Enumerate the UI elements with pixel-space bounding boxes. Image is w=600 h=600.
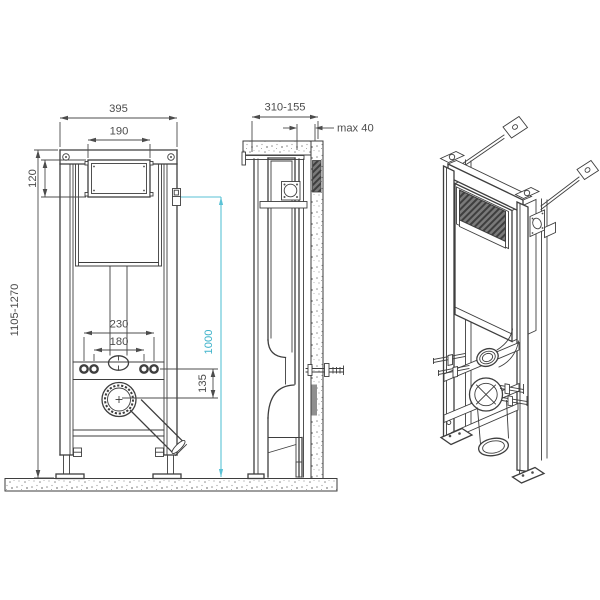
foot-plate-side <box>247 473 265 480</box>
dim-flush-opening-height: 120 <box>27 159 86 198</box>
front-view <box>4 149 338 492</box>
dim-text-180: 180 <box>110 336 129 348</box>
foot-plate-right <box>152 473 182 480</box>
dim-text-190: 190 <box>110 126 129 138</box>
dim-text-230: 230 <box>110 319 129 331</box>
drain-pipe-diagonal <box>129 399 188 457</box>
perspective-view <box>432 115 600 484</box>
dim-text-135: 135 <box>197 374 209 393</box>
dim-text-395: 395 <box>109 103 128 115</box>
dim-text-310-155: 310-155 <box>264 102 305 114</box>
dim-outlet-drop: 135 <box>122 368 218 399</box>
wc-bolt <box>149 364 159 374</box>
dim-wall-gap: max 40 <box>283 123 374 150</box>
side-frame <box>247 158 304 480</box>
wall-bracket-arms-3d <box>458 115 600 211</box>
foot-plate-left <box>55 473 85 480</box>
dim-frame-height-range: 1105-1270 <box>9 149 58 479</box>
fixing-rail <box>72 361 165 380</box>
top-rail-3d <box>439 151 541 215</box>
wc-bolt <box>89 364 99 374</box>
dim-fixing-spacing-outer: 230 <box>83 319 155 361</box>
lower-rail <box>55 429 182 480</box>
side-dimensions: 310-155 max 40 <box>251 102 374 152</box>
dim-text-max40: max 40 <box>337 123 374 135</box>
dim-flush-opening-width: 190 <box>87 126 151 158</box>
flush-pipe-front <box>107 265 130 371</box>
drain-bend-side <box>267 384 303 478</box>
drain-pipe-3d <box>477 400 509 457</box>
dim-fixing-spacing-inner: 180 <box>93 336 145 361</box>
wall-shaft-opening <box>312 160 322 193</box>
wall-drain-opening <box>311 384 317 416</box>
floor-section <box>4 478 338 492</box>
cistern-front <box>75 163 162 267</box>
dim-text-120: 120 <box>27 169 39 188</box>
side-view <box>241 140 344 480</box>
drain-outlet-front <box>101 381 137 418</box>
dim-overall-width: 395 <box>59 103 178 147</box>
inlet-bracket <box>172 188 181 206</box>
front-dimensions: 395 190 120 1105-1270 <box>9 103 224 479</box>
flush-plate-opening <box>84 159 154 198</box>
side-tab-3d <box>544 221 556 239</box>
dim-accent-height-1000: 1000 <box>181 196 224 477</box>
front-columns-3d <box>442 164 529 473</box>
wc-bolt <box>139 364 149 374</box>
fixing-studs-3d <box>432 352 470 378</box>
cistern-strap <box>259 201 308 209</box>
dim-text-1000: 1000 <box>203 330 215 355</box>
feet-3d <box>439 427 546 484</box>
flush-pipe-3d <box>476 328 520 368</box>
cistern-side <box>259 157 308 385</box>
fixing-stud-side <box>305 363 344 377</box>
dim-text-1105-1270: 1105-1270 <box>9 284 21 337</box>
dim-depth-range: 310-155 <box>251 102 319 152</box>
wc-bolt <box>79 364 89 374</box>
